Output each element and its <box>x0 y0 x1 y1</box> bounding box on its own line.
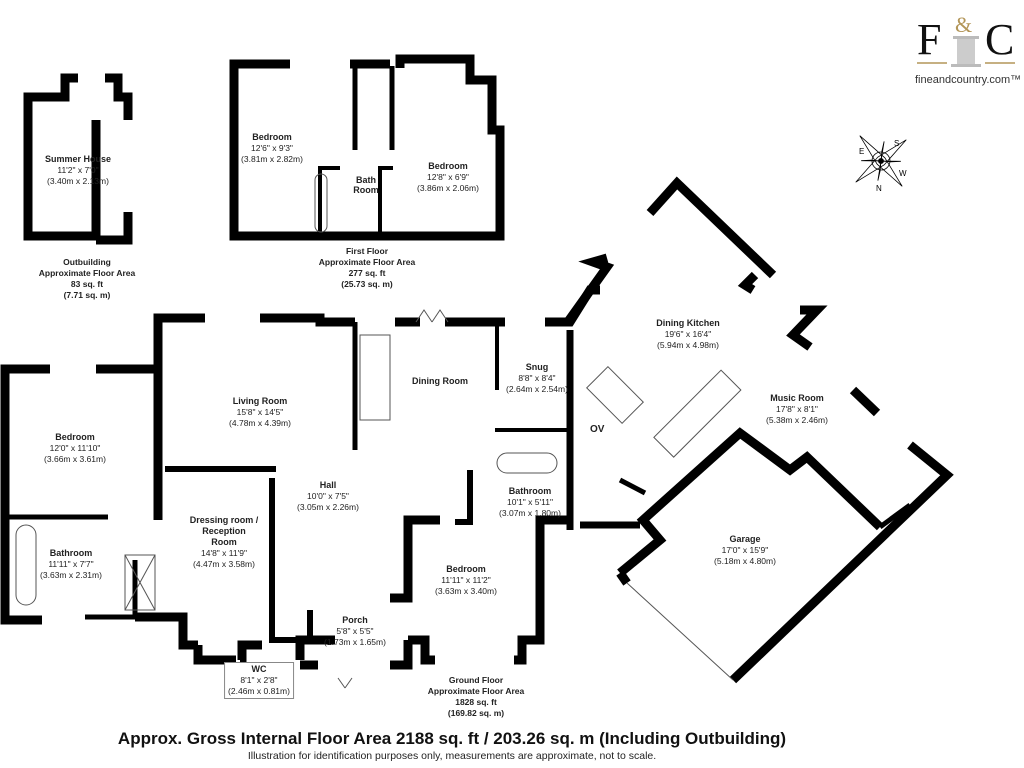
website-link[interactable]: fineandcountry.com™ <box>915 74 1022 86</box>
room-first-floor-bathroom: Bath Room <box>353 175 379 195</box>
compass-icon: N E S W <box>855 135 907 193</box>
kitchen-walls <box>563 253 615 326</box>
summer-house-walls-top <box>105 73 133 120</box>
room-dining-room: Dining Room <box>412 376 468 386</box>
ground-floor-walls-left <box>0 364 50 625</box>
compass-e: E <box>859 147 864 156</box>
fine-and-country-logo[interactable]: F C & <box>915 8 1020 70</box>
svg-text:C: C <box>985 15 1014 64</box>
compass-n: N <box>876 184 882 193</box>
svg-text:F: F <box>917 15 941 64</box>
svg-text:&: & <box>955 12 972 37</box>
disclaimer: Illustration for identification purposes… <box>247 750 657 762</box>
first-floor-walls <box>229 54 505 241</box>
garage-walls <box>617 427 884 577</box>
compass-w: W <box>899 169 907 178</box>
compass-s: S <box>894 139 899 148</box>
gross-area-title: Approx. Gross Internal Floor Area 2188 s… <box>117 729 787 748</box>
oven-label: OV <box>590 424 605 435</box>
